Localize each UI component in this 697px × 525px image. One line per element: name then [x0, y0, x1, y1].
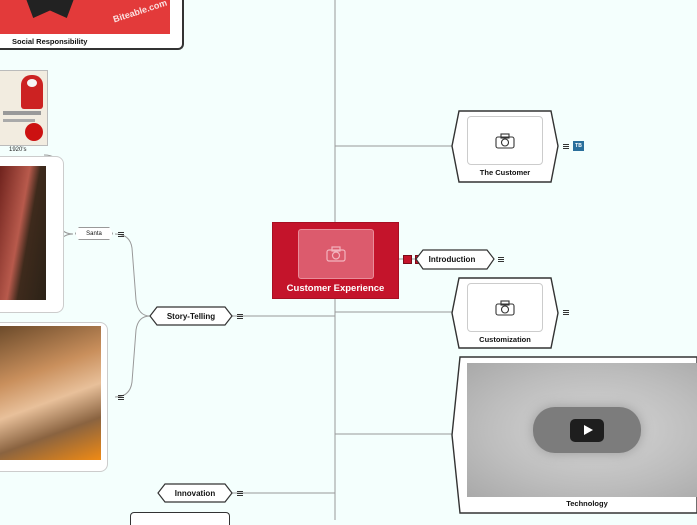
- story-telling-shape: [149, 306, 233, 326]
- story-photo[interactable]: [0, 326, 101, 460]
- central-topic-node[interactable]: Customer Experience: [272, 222, 399, 299]
- customization-label: Customization: [479, 335, 531, 344]
- customization-image-placeholder: [467, 283, 543, 332]
- menu-icon[interactable]: [237, 491, 243, 496]
- story-telling-label: Story-Telling: [166, 311, 216, 321]
- introduction-node[interactable]: Introduction: [421, 251, 483, 267]
- menu-icon[interactable]: [118, 395, 124, 400]
- introduction-shape: [415, 249, 495, 270]
- social-image: Biteable.com: [0, 0, 170, 34]
- the-customer-image-placeholder: [467, 116, 543, 165]
- santa-label: Santa: [86, 230, 102, 237]
- menu-icon[interactable]: [563, 310, 569, 315]
- menu-icon[interactable]: [118, 232, 124, 237]
- central-image-placeholder: [298, 229, 374, 279]
- innovation-node[interactable]: Innovation: [165, 485, 225, 501]
- the-customer-node[interactable]: The Customer: [451, 110, 559, 183]
- customization-node[interactable]: Customization: [451, 277, 559, 349]
- tag-badge[interactable]: TB: [573, 141, 584, 151]
- badge-icon: [22, 0, 78, 18]
- introduction-label: Introduction: [428, 254, 476, 264]
- menu-icon[interactable]: [237, 314, 243, 319]
- partial-node[interactable]: [130, 512, 230, 525]
- menu-icon[interactable]: [498, 257, 504, 262]
- the-customer-label: The Customer: [479, 168, 531, 177]
- era-caption: 1920's: [9, 147, 27, 153]
- innovation-shape: [157, 483, 233, 503]
- technology-node[interactable]: Technology: [451, 356, 697, 514]
- santa-photo[interactable]: [0, 166, 46, 300]
- santa-poster-image[interactable]: [0, 70, 48, 146]
- coca-cola-logo-icon: [25, 123, 43, 141]
- santa-node[interactable]: Santa: [75, 227, 113, 240]
- play-icon[interactable]: [570, 419, 604, 442]
- note-icon[interactable]: [403, 255, 412, 264]
- central-topic-title: Customer Experience: [286, 283, 385, 294]
- social-image-text: Biteable.com: [111, 0, 169, 25]
- social-label: Social Responsibility: [12, 37, 88, 46]
- menu-icon[interactable]: [563, 144, 569, 149]
- technology-label: Technology: [566, 499, 608, 508]
- innovation-label: Innovation: [174, 488, 216, 498]
- camera-icon: [495, 300, 515, 316]
- story-telling-node[interactable]: Story-Telling: [157, 308, 225, 324]
- social-responsibility-node[interactable]: Biteable.com Social Responsibility: [0, 0, 184, 50]
- video-thumbnail[interactable]: [467, 363, 697, 497]
- camera-icon: [495, 133, 515, 149]
- camera-icon: [326, 246, 346, 262]
